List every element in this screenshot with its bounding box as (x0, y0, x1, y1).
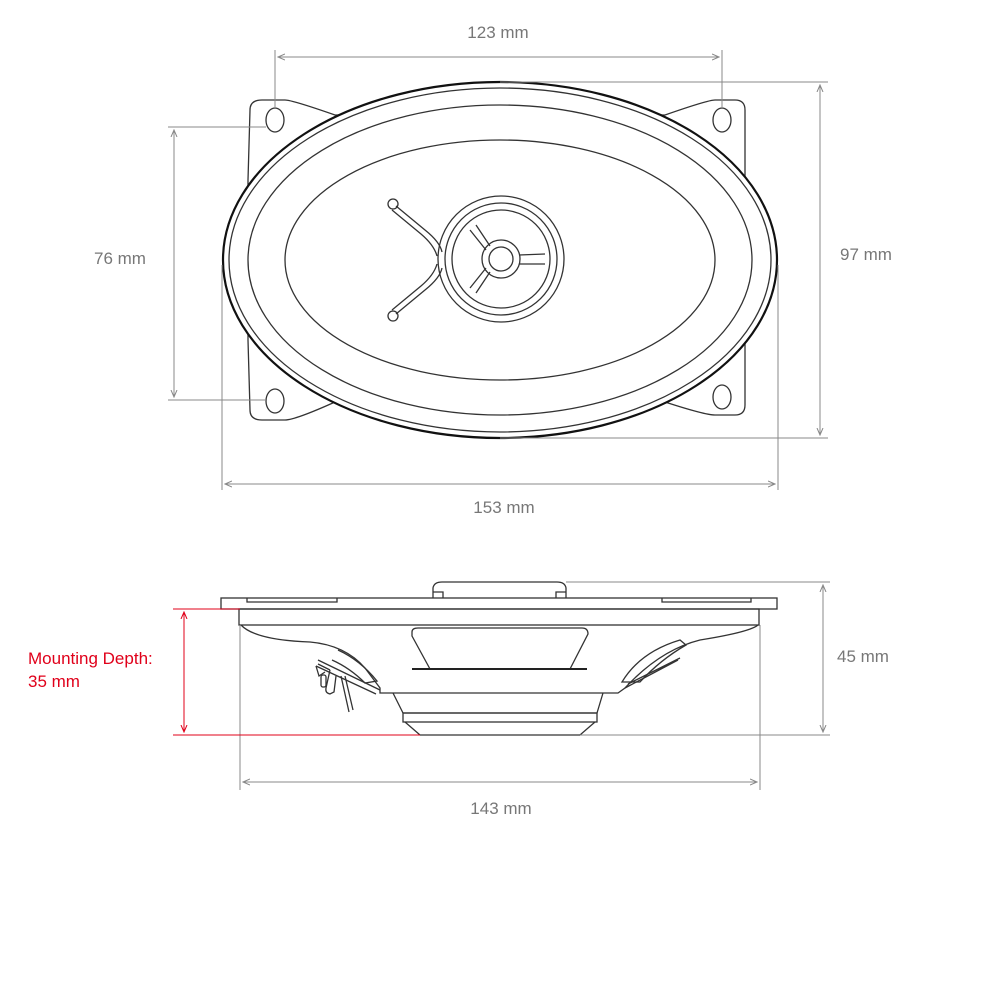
mounting-flange (220, 597, 778, 610)
basket (240, 624, 759, 694)
tweeter (387, 195, 565, 323)
mounting-hole-top-right (712, 107, 732, 133)
surround (247, 104, 753, 416)
front-dimensions: 123 mm 76 mm 97 mm 153 mm (94, 23, 892, 517)
mounting-hole-bottom-left (265, 388, 285, 414)
tweeter-cap (432, 581, 567, 598)
mounting-hole-bottom-right (712, 384, 732, 410)
frame-ring (238, 608, 760, 626)
side-view (220, 581, 778, 736)
dimension-overall-width: 153 mm (473, 498, 534, 517)
cone (284, 139, 716, 381)
dimension-hole-spacing: 123 mm (467, 23, 528, 42)
mounting-hole-top-left (265, 107, 285, 133)
frame-inner-edge (228, 87, 772, 433)
side-dimensions: 45 mm 143 mm Mounting Depth: 35 mm (28, 581, 889, 818)
dimension-overall-height: 97 mm (840, 245, 892, 264)
dimension-overall-depth: 45 mm (837, 647, 889, 666)
dimension-basket-width: 143 mm (470, 799, 531, 818)
mounting-depth-value: 35 mm (28, 672, 80, 691)
outer-frame (221, 80, 779, 440)
mounting-depth-label: Mounting Depth: (28, 649, 153, 668)
front-view (221, 80, 779, 440)
dimension-cutout-height: 76 mm (94, 249, 146, 268)
cone-profile (411, 627, 589, 670)
magnet (392, 692, 604, 714)
mounting-plate (247, 99, 746, 421)
